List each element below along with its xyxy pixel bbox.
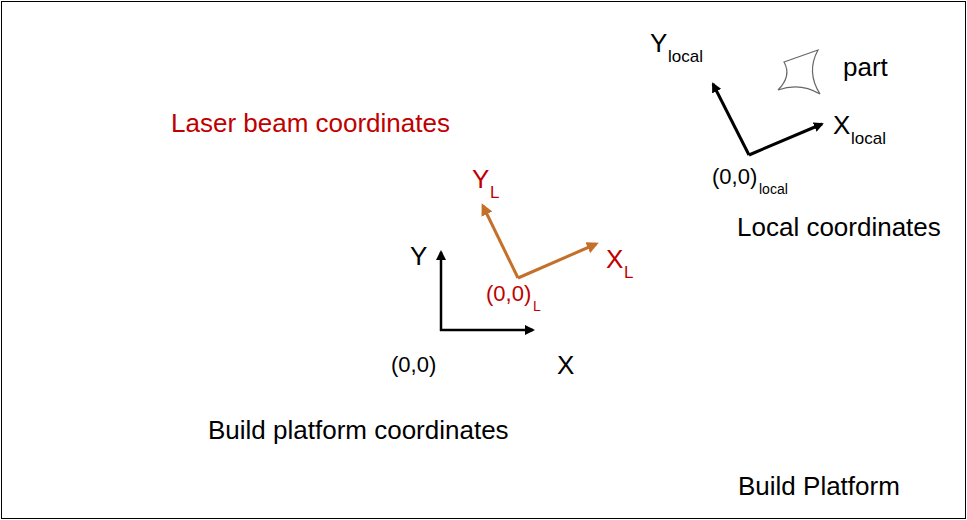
part-shape	[778, 50, 820, 94]
y-axis	[440, 252, 443, 331]
origin-label: (0,0)	[391, 354, 436, 376]
laser-x-axis	[518, 244, 596, 278]
axis-letter: X	[606, 246, 623, 272]
axis-subscript: L	[490, 184, 499, 201]
axis-letter: Y	[410, 243, 427, 269]
axis-letter: X	[833, 112, 850, 138]
laser-y-axis	[483, 206, 518, 278]
platform-label: Build Platform	[738, 473, 900, 499]
local-x-axis	[749, 124, 822, 155]
axis-letter: Y	[472, 166, 489, 192]
caption-text: Laser beam coordinates	[171, 110, 450, 136]
origin-label: (0,0)	[486, 283, 531, 305]
origin-subscript: L	[533, 299, 541, 313]
part-label: part	[843, 54, 888, 80]
x-axis	[440, 329, 533, 332]
origin-subscript: local	[759, 182, 788, 196]
origin-label: (0,0)	[712, 166, 757, 188]
axis-subscript: local	[668, 48, 703, 65]
caption-text: Local coordinates	[737, 214, 941, 240]
axis-subscript: L	[624, 264, 633, 281]
axis-letter: Y	[650, 30, 667, 56]
axis-subscript: local	[851, 130, 886, 147]
local-y-axis	[713, 84, 749, 155]
caption-text: Build platform coordinates	[208, 417, 509, 443]
axis-letter: X	[557, 352, 574, 378]
